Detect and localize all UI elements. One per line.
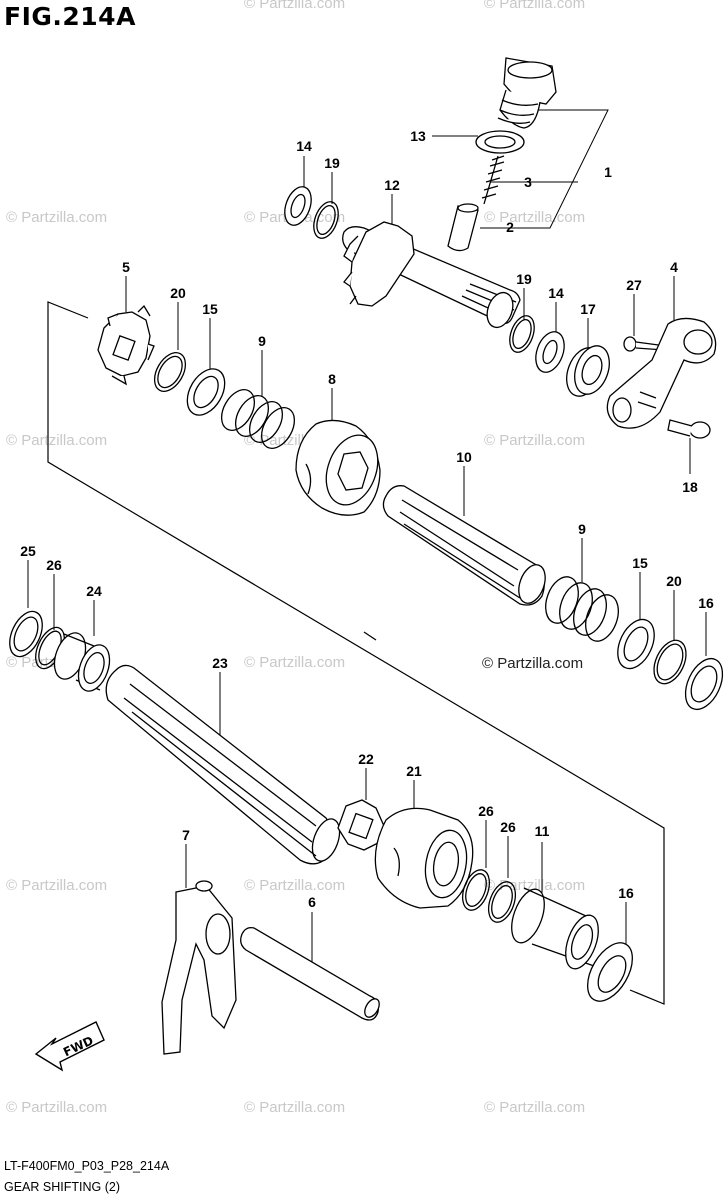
callout-3: 3 [524, 174, 532, 190]
gearshift-shaft [342, 221, 521, 329]
shaft-23 [105, 664, 341, 865]
watermark: © Partzilla.com [244, 877, 345, 894]
plug-bolt [497, 57, 557, 129]
gasket-washer [475, 130, 525, 154]
callout-13: 13 [410, 128, 426, 144]
spring-9b [545, 576, 619, 642]
leader-lines [27, 109, 707, 968]
callout-4: 4 [670, 259, 678, 275]
callout-23: 23 [212, 655, 228, 671]
callout-9b: 9 [578, 521, 586, 537]
callout-5: 5 [122, 259, 130, 275]
washer-16b [587, 942, 633, 1002]
callout-11: 11 [535, 823, 550, 839]
assembly-frame [47, 301, 665, 1005]
watermark: © Partzilla.com [6, 432, 107, 449]
circlip-19b [509, 315, 535, 353]
callout-9: 9 [258, 333, 266, 349]
callout-26: 26 [46, 557, 62, 573]
collar-24 [53, 632, 111, 692]
callout-19b: 19 [516, 271, 532, 287]
watermark-prominent: © Partzilla.com [482, 655, 583, 672]
figure-title: FIG.214A [4, 2, 136, 31]
washer-14 [284, 186, 312, 226]
callout-15: 15 [202, 301, 218, 317]
washer-16 [684, 657, 724, 711]
watermark: © Partzilla.com [6, 877, 107, 894]
circlip-20b [653, 639, 687, 685]
circlip-26b [461, 869, 491, 911]
bushing-11 [511, 887, 599, 970]
shift-cam-8 [295, 419, 381, 516]
callout-21: 21 [406, 763, 422, 779]
watermark: © Partzilla.com [484, 0, 585, 12]
callout-20: 20 [170, 285, 186, 301]
shaft-6 [240, 926, 380, 1021]
callout-1: 1 [604, 164, 612, 180]
spring-9 [220, 389, 296, 449]
watermark: © Partzilla.com [484, 209, 585, 226]
callout-10: 10 [456, 449, 472, 465]
callout-2: 2 [506, 219, 514, 235]
diagram-code: LT-F400FM0_P03_P28_214A [4, 1159, 170, 1173]
callout-25: 25 [20, 543, 36, 559]
detent-spring [481, 155, 505, 205]
callout-26c: 26 [500, 819, 516, 835]
circlip-20 [153, 352, 187, 392]
detent-pin [447, 203, 479, 252]
watermark: © Partzilla.com [6, 1099, 107, 1116]
callout-16: 16 [698, 595, 714, 611]
callout-24: 24 [86, 583, 102, 599]
callout-15b: 15 [632, 555, 648, 571]
watermark: © Partzilla.com [484, 432, 585, 449]
callout-19: 19 [324, 155, 340, 171]
washer-15 [186, 368, 226, 416]
callout-16b: 16 [618, 885, 634, 901]
washer-14b [535, 331, 565, 373]
callout-22: 22 [358, 751, 374, 767]
watermark: © Partzilla.com [244, 654, 345, 671]
bolt-18 [667, 419, 711, 439]
circlip-26c [487, 881, 517, 923]
callout-17: 17 [580, 301, 596, 317]
watermark: © Partzilla.com [244, 0, 345, 12]
callout-18: 18 [682, 479, 698, 495]
callout-27: 27 [626, 277, 642, 293]
diagram-name: GEAR SHIFTING (2) [4, 1180, 120, 1194]
watermark: © Partzilla.com [6, 209, 107, 226]
watermark: © Partzilla.com [484, 1099, 585, 1116]
shaft-10 [382, 485, 546, 606]
callout-labels: 1 2 3 4 5 6 7 8 9 9 10 11 12 13 14 14 15… [20, 128, 714, 910]
callout-6: 6 [308, 894, 316, 910]
washer-15b [617, 618, 655, 670]
callout-14b: 14 [548, 285, 564, 301]
washer-25 [9, 610, 43, 658]
callout-7: 7 [182, 827, 190, 843]
callout-26b: 26 [478, 803, 494, 819]
gear-5 [97, 304, 155, 386]
gear-21 [374, 807, 474, 909]
callout-20b: 20 [666, 573, 682, 589]
callout-14: 14 [296, 138, 312, 154]
callout-12: 12 [384, 177, 400, 193]
circlip-19 [313, 201, 339, 239]
watermark: © Partzilla.com [484, 877, 585, 894]
oil-seal-17 [566, 345, 610, 397]
fwd-direction-arrow: FWD [34, 1021, 105, 1072]
gearshift-arm-4 [606, 317, 717, 429]
shift-fork-7 [161, 880, 237, 1055]
stopper-plate-22 [337, 799, 385, 851]
callout-8: 8 [328, 371, 336, 387]
watermark: © Partzilla.com [244, 1099, 345, 1116]
